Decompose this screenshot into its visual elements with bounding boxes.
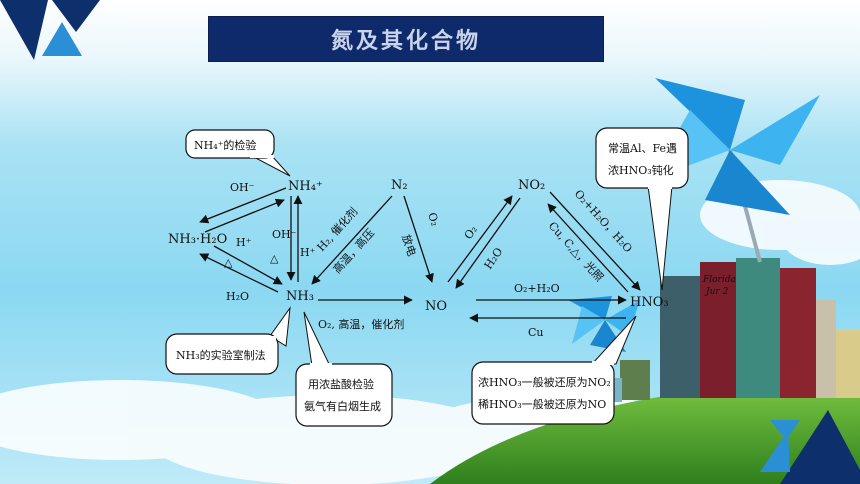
grass-hill: [430, 380, 860, 484]
node-n2: N₂: [391, 178, 408, 193]
arrow-nh3-to-nh3h2o: [199, 253, 279, 293]
label-h-left: H⁺: [236, 236, 252, 249]
callout-passivation: 常温Al、Fe遇 浓HNO₃钝化: [595, 127, 689, 291]
arrow-nh3h2o-to-nh3: [213, 245, 283, 285]
callout-reduction-line1: 浓HNO₃一般被还原为NO₂: [478, 376, 611, 389]
book-title-2: Jur 2: [704, 287, 729, 297]
arrow-hno3-to-no2: [547, 203, 629, 293]
node-hno3: HNO₃: [630, 295, 669, 310]
label-no-hno3: O₂+H₂O: [514, 282, 560, 295]
node-nh3h2o: NH₃·H₂O: [168, 232, 227, 247]
corner-triangles-icon: [760, 410, 860, 484]
callout-passivation-line2: 浓HNO₃钝化: [608, 163, 674, 177]
callout-reduction-line2: 稀HNO₃一般被还原为NO: [478, 398, 606, 411]
reaction-arrows: [199, 187, 641, 323]
logo-icon: [0, 0, 100, 60]
callout-nh3-prep: NH₃的实验室制法: [165, 306, 291, 375]
label-tri-left: △: [224, 256, 233, 269]
arrow-nh3h2o-to-nh4: [204, 198, 285, 233]
label-h2o-nh3: H₂O: [226, 290, 249, 303]
arrow-no-to-no2: [447, 195, 513, 283]
node-nh3: NH₃: [286, 289, 314, 304]
label-hno3-no: Cu: [528, 326, 544, 339]
callout-nh4-test-text: NH₄⁺的检验: [194, 138, 256, 152]
arrow-no2-to-hno3: [549, 191, 641, 291]
label-nh3-no: O₂, 高温，催化剂: [318, 317, 404, 331]
book-title-1: Florida: [702, 275, 736, 285]
label-oh-right: OH⁻: [272, 228, 297, 241]
books-illustration: Florida Jur 2: [600, 258, 860, 402]
callout-nh3-prep-text: NH₃的实验室制法: [176, 348, 266, 362]
arrow-no2-to-no: [455, 197, 521, 289]
node-no2: NO₂: [518, 178, 545, 193]
page-title: 氮及其化合物: [330, 29, 481, 54]
callout-nh4-test: NH₄⁺的检验: [185, 129, 291, 177]
arrow-nh4-to-nh3h2o: [199, 187, 287, 224]
callout-hcl-line1: 用浓盐酸检验: [308, 377, 374, 391]
callout-passivation-line1: 常温Al、Fe遇: [608, 142, 677, 155]
callout-hcl-line2: 氨气有白烟生成: [304, 399, 381, 413]
callout-reduction: 浓HNO₃一般被还原为NO₂ 稀HNO₃一般被还原为NO: [471, 315, 637, 425]
callout-hcl-test: 用浓盐酸检验 氨气有白烟生成: [295, 311, 393, 427]
node-nh4: NH₄⁺: [288, 179, 323, 194]
title-bar: 氮及其化合物: [208, 16, 604, 62]
label-no-o2: O₂: [462, 223, 480, 241]
arrow-n2-to-nh3: [311, 195, 393, 285]
label-oh-top: OH⁻: [230, 181, 255, 194]
arrow-n2-to-no: [403, 195, 434, 283]
label-tri-right: △: [270, 252, 279, 265]
label-n2-o2: O₂: [425, 211, 442, 228]
node-no: NO: [425, 299, 447, 314]
label-n2-no: 放电: [399, 233, 419, 258]
label-h-right: H⁺: [300, 246, 316, 259]
